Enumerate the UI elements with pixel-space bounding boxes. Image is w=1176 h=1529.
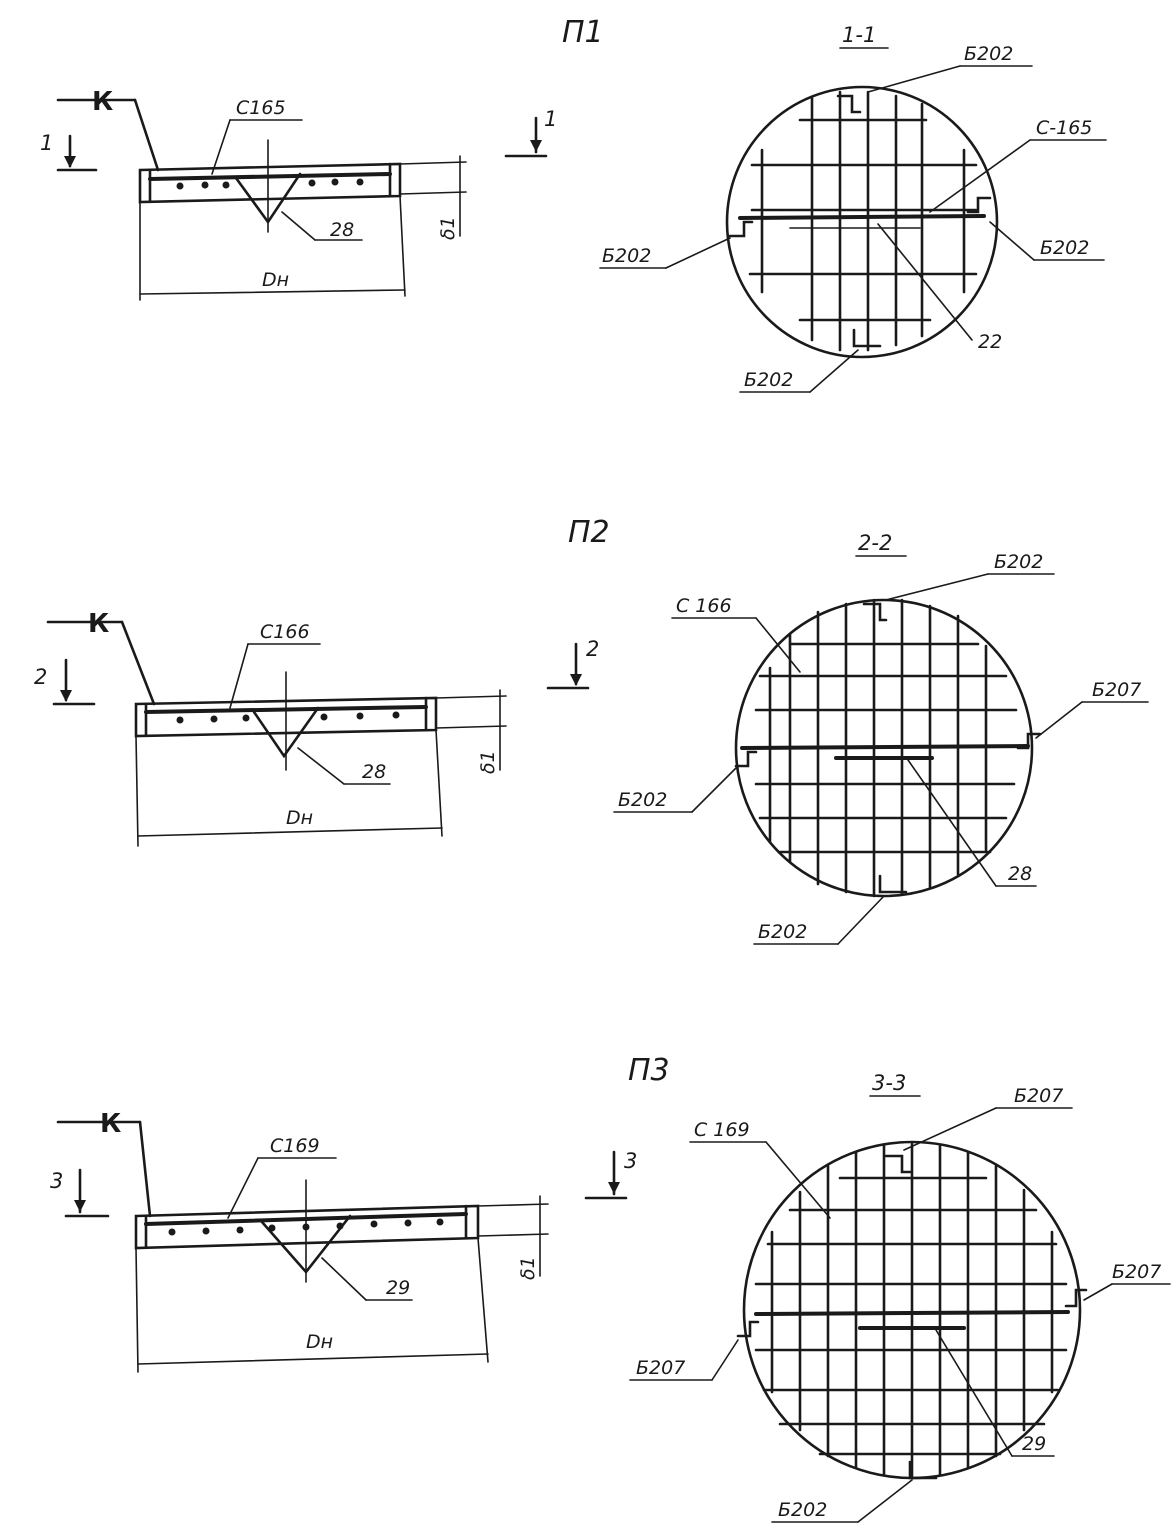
rebar-dots bbox=[176, 711, 400, 724]
mesh-grid bbox=[725, 85, 999, 359]
plan-view: 1-1 bbox=[599, 23, 1107, 393]
detail-mark-label: 28 bbox=[362, 761, 386, 783]
leader-k-label: К bbox=[92, 87, 113, 117]
elevation-view: К С166 28 δ1 Dн 2 2 bbox=[34, 609, 599, 847]
mesh-mark-plan-label: С-165 bbox=[1036, 117, 1092, 139]
panel-title: П1 bbox=[562, 15, 604, 50]
diameter-label: Dн bbox=[286, 807, 313, 829]
plan-view: 3-3 bbox=[629, 1071, 1171, 1523]
thickness-label: δ1 bbox=[477, 750, 499, 774]
plan-view: 2-2 bbox=[613, 531, 1149, 945]
hook-label-right: Б207 bbox=[1092, 679, 1141, 701]
mesh-grid bbox=[742, 1140, 1082, 1480]
section-mark-left: 1 bbox=[40, 131, 53, 155]
hook-label-bottom: Б202 bbox=[778, 1499, 827, 1521]
hook-label-left: Б202 bbox=[618, 789, 667, 811]
detail-mark-plan-label: 22 bbox=[978, 331, 1002, 353]
leader-k-label: К bbox=[100, 1109, 121, 1139]
hook-label-bottom: Б202 bbox=[758, 921, 807, 943]
thickness-label: δ1 bbox=[517, 1256, 539, 1280]
hook-label-bottom: Б202 bbox=[744, 369, 793, 391]
section-title: 2-2 bbox=[858, 531, 892, 555]
panel-title: П3 bbox=[628, 1053, 670, 1088]
panel-p2: П2 К С166 28 δ1 bbox=[34, 515, 1149, 945]
detail-mark-plan-label: 28 bbox=[1008, 863, 1032, 885]
hook-label-right: Б202 bbox=[1040, 237, 1089, 259]
section-title: 3-3 bbox=[872, 1071, 906, 1095]
leader-k-label: К bbox=[88, 609, 109, 639]
hook-label-top: Б202 bbox=[964, 43, 1013, 65]
hook-label-top: Б207 bbox=[1014, 1085, 1063, 1107]
mesh-mark-plan-label: С 169 bbox=[694, 1119, 750, 1141]
mesh-mark-label: С166 bbox=[260, 621, 310, 643]
elevation-view: К С165 28 δ1 Dн 1 bbox=[40, 87, 557, 301]
detail-mark-label: 28 bbox=[330, 219, 354, 241]
panel-p1: П1 К С165 bbox=[40, 15, 1107, 393]
hook-label-left: Б202 bbox=[602, 245, 651, 267]
section-mark-right: 1 bbox=[544, 107, 557, 131]
rebar-dots bbox=[168, 1218, 444, 1236]
hook-label-top: Б202 bbox=[994, 551, 1043, 573]
section-mark-right: 2 bbox=[586, 637, 599, 661]
detail-mark-plan-label: 29 bbox=[1022, 1433, 1046, 1455]
thickness-label: δ1 bbox=[437, 216, 459, 240]
panel-title: П2 bbox=[568, 515, 610, 550]
diameter-label: Dн bbox=[262, 269, 289, 291]
hook-label-left: Б207 bbox=[636, 1357, 685, 1379]
mesh-grid bbox=[734, 598, 1034, 898]
section-mark-left: 2 bbox=[34, 665, 47, 689]
rebar-dots bbox=[176, 178, 364, 190]
diameter-label: Dн bbox=[306, 1331, 333, 1353]
detail-mark-label: 29 bbox=[386, 1277, 410, 1299]
mesh-mark-label: С169 bbox=[270, 1135, 320, 1157]
section-title: 1-1 bbox=[842, 23, 876, 47]
section-mark-right: 3 bbox=[624, 1149, 637, 1173]
elevation-view: К С169 29 δ1 Dн 3 3 bbox=[50, 1109, 637, 1373]
hook-label-right: Б207 bbox=[1112, 1261, 1161, 1283]
mesh-mark-label: С165 bbox=[236, 97, 286, 119]
section-mark-left: 3 bbox=[50, 1169, 63, 1193]
panel-p3: П3 К С169 29 bbox=[50, 1053, 1171, 1523]
mesh-mark-plan-label: С 166 bbox=[676, 595, 732, 617]
